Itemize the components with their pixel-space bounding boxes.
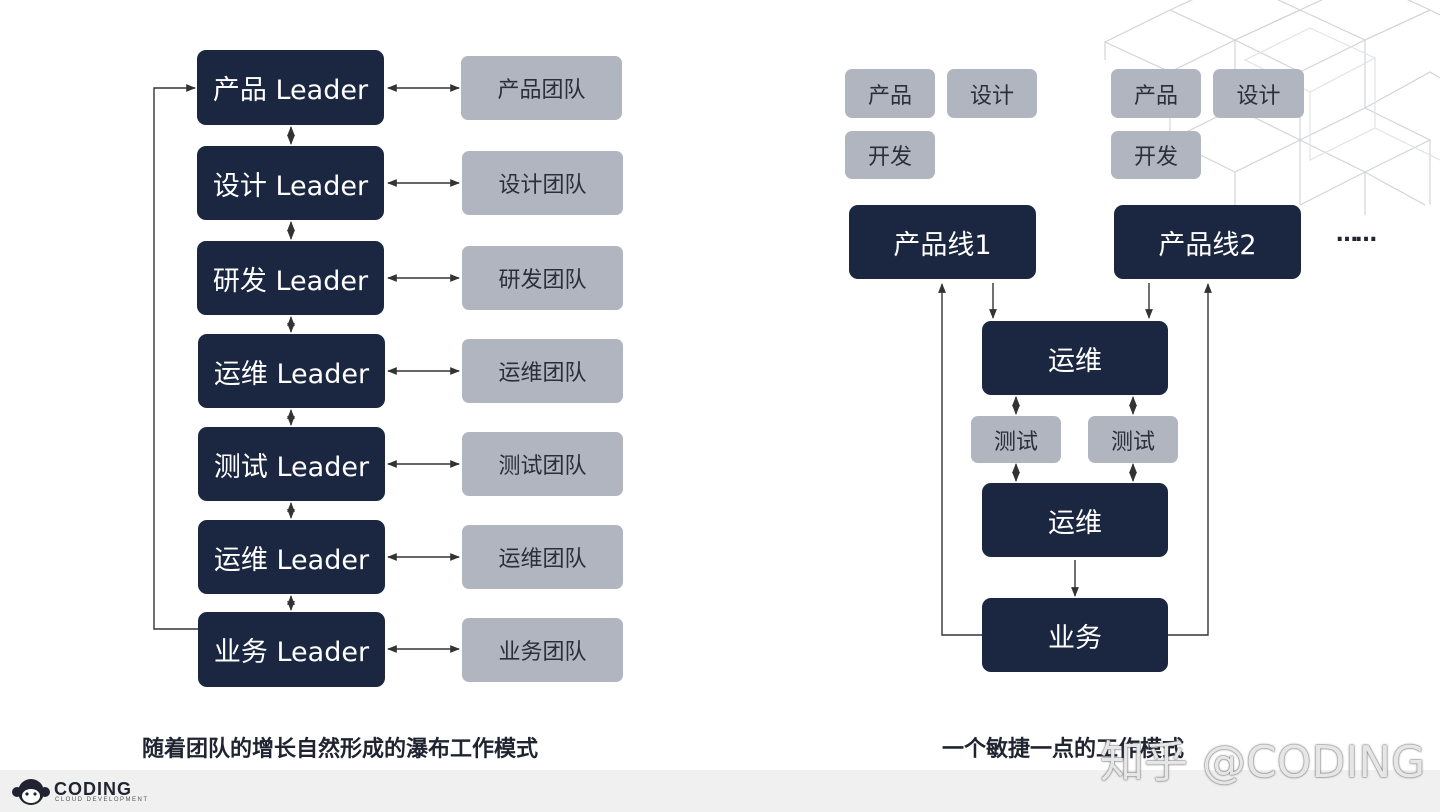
leader-box-ops: 运维 Leader xyxy=(198,334,385,408)
group2-design: 设计 xyxy=(1213,69,1304,118)
ellipsis-text: …… xyxy=(1336,222,1377,247)
leader-box-test: 测试 Leader xyxy=(198,427,385,501)
leader-box-dev: 研发 Leader xyxy=(197,241,384,315)
team-box-ops-2: 运维团队 xyxy=(462,525,623,589)
group1-design: 设计 xyxy=(947,69,1037,118)
footer-bar xyxy=(0,770,1440,812)
group1-product: 产品 xyxy=(845,69,935,118)
test-box-right: 测试 xyxy=(1088,416,1178,463)
team-box-design: 设计团队 xyxy=(462,151,623,215)
agile-caption: 一个敏捷一点的工作模式 xyxy=(942,737,1185,762)
team-box-product: 产品团队 xyxy=(461,56,622,120)
team-box-dev: 研发团队 xyxy=(462,246,623,310)
leader-box-business: 业务 Leader xyxy=(198,612,385,687)
team-box-business: 业务团队 xyxy=(462,618,623,682)
logo-subtitle: CLOUD DEVELOPMENT xyxy=(55,797,149,803)
group2-product: 产品 xyxy=(1111,69,1201,118)
leader-box-design: 设计 Leader xyxy=(197,146,384,220)
product-line-2: 产品线2 xyxy=(1114,205,1301,279)
leader-box-product: 产品 Leader xyxy=(197,50,384,125)
logo-text: CODING xyxy=(54,779,132,799)
waterfall-caption: 随着团队的增长自然形成的瀑布工作模式 xyxy=(142,737,539,762)
feedback-loop-arrow xyxy=(153,84,198,630)
team-box-test: 测试团队 xyxy=(462,432,623,496)
watermark: 知乎 @CODING xyxy=(1100,737,1426,788)
ops-box-top: 运维 xyxy=(982,321,1168,395)
product-line-1: 产品线1 xyxy=(849,205,1036,279)
cube-pattern-decoration xyxy=(1103,0,1440,215)
group2-dev: 开发 xyxy=(1111,131,1201,179)
team-box-ops: 运维团队 xyxy=(462,339,623,403)
ops-box-bottom: 运维 xyxy=(982,483,1168,557)
leader-box-ops-2: 运维 Leader xyxy=(198,520,385,594)
group1-dev: 开发 xyxy=(845,131,935,179)
business-box: 业务 xyxy=(982,598,1168,672)
test-box-left: 测试 xyxy=(971,416,1061,463)
monkey-logo-icon xyxy=(12,779,50,805)
